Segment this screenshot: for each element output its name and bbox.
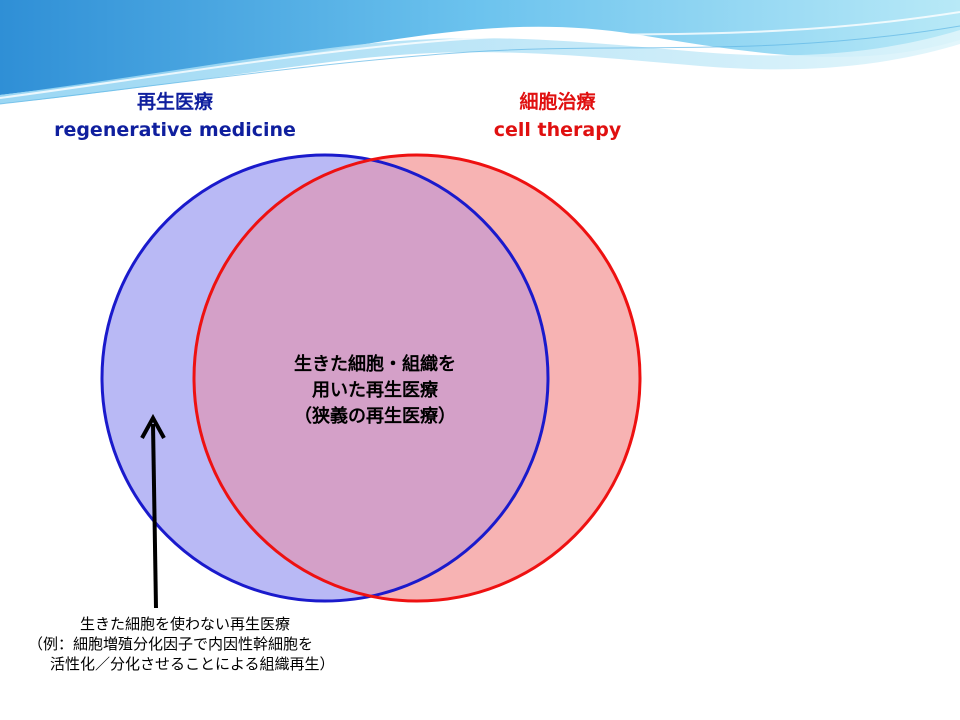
regen-title-jp: 再生医療 [136, 91, 213, 113]
note-line-3: 活性化／分化させることによる組織再生） [50, 655, 335, 673]
overlap-label-line-1: 生きた細胞・組織を [294, 354, 456, 375]
regen-title-en: regenerative medicine [54, 119, 296, 141]
header-wave [0, 0, 960, 105]
overlap-label: 生きた細胞・組織を 用いた再生医療 （狭義の再生医療） [250, 352, 500, 430]
non-cell-regen-note: 生きた細胞を使わない再生医療 （例：細胞増殖分化因子で内因性幹細胞を 活性化／分… [20, 614, 440, 674]
overlap-label-line-3: （狭義の再生医療） [294, 406, 456, 427]
cell-therapy-circle-outline [192, 153, 642, 603]
note-line-2: （例：細胞増殖分化因子で内因性幹細胞を [28, 635, 314, 653]
cell-therapy-title-jp: 細胞治療 [519, 91, 596, 113]
overlap-label-line-2: 用いた再生医療 [312, 380, 438, 401]
cell-therapy-title: 細胞治療 cell therapy [470, 88, 645, 144]
regen-circle-outline [100, 153, 550, 603]
cell-therapy-title-en: cell therapy [493, 119, 622, 141]
regen-title: 再生医療 regenerative medicine [40, 88, 310, 144]
pointer-arrow-icon [140, 413, 166, 609]
note-line-1: 生きた細胞を使わない再生医療 [80, 615, 291, 633]
